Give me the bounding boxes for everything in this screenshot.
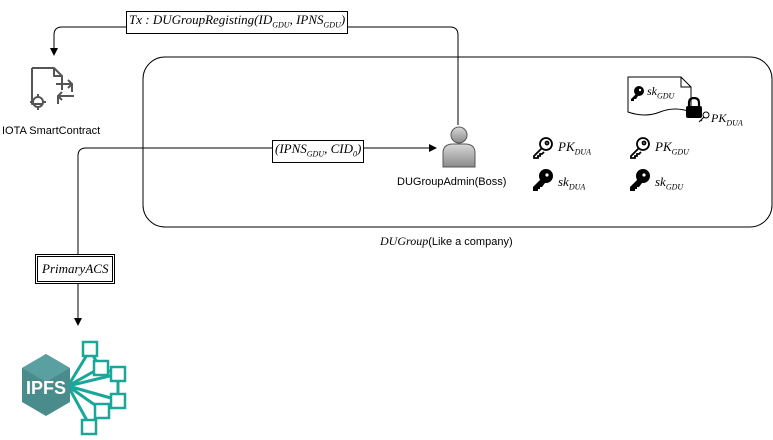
ipfs-logo-icon: IPFS — [22, 340, 127, 436]
pk-dua-base: PK — [558, 139, 575, 154]
doc-sk-sub: GDU — [657, 91, 675, 101]
pk-dua-sub: DUA — [574, 147, 592, 157]
lock-pk-dua-label: PKDUA — [711, 111, 743, 127]
tx-sub2: GDU — [323, 20, 341, 30]
lock-pk-base: PK — [711, 111, 727, 125]
group-name: DUGroup — [380, 234, 429, 248]
primary-acs-label: PrimaryACS — [42, 261, 109, 276]
sk-dua-sub: DUA — [568, 182, 586, 192]
sk-gdu-sub: GDU — [665, 182, 684, 192]
small-key-icon — [698, 111, 710, 123]
primary-acs-box: PrimaryACS — [35, 254, 116, 284]
key-solid-icon — [630, 169, 650, 191]
group-suffix: (Like a company) — [428, 236, 513, 248]
sk-dua-base: sk — [558, 174, 569, 189]
pk-dua-label: PKDUA — [558, 139, 591, 157]
tx-mid: , IPNS — [289, 12, 324, 27]
lock-pk-sub: DUA — [726, 118, 743, 128]
tx-prefix: Tx : DUGroupRegisting(ID — [129, 12, 273, 27]
tx-edge-label: Tx : DUGroupRegisting(IDGDU, IPNSGDU) — [126, 11, 349, 34]
ipns-edge-label: (IPNSGDU, CID0) — [272, 140, 365, 163]
doc-sk-base: sk — [647, 84, 657, 98]
tx-suffix: ) — [340, 12, 346, 27]
sk-dua-label: skDUA — [558, 174, 585, 192]
person-icon — [442, 126, 476, 168]
tx-sub1: GDU — [272, 20, 290, 30]
sk-gdu-label: skGDU — [655, 174, 683, 192]
pk-gdu-label: PKGDU — [655, 139, 689, 157]
ipns-edge — [77, 144, 437, 320]
ipns-prefix: (IPNS — [275, 141, 307, 156]
sk-gdu-base: sk — [655, 174, 666, 189]
key-outline-icon — [533, 137, 553, 159]
ipns-mid: , CID — [324, 141, 354, 156]
doc-sk-gdu-label: skGDU — [647, 84, 674, 100]
group-label: DUGroup(Like a company) — [380, 234, 513, 249]
lock-icon — [686, 97, 702, 118]
admin-label: DUGroupAdmin(Boss) — [397, 176, 507, 188]
key-solid-icon — [533, 169, 553, 191]
ipns-suffix: ) — [357, 141, 362, 156]
smart-contract-label: IOTA SmartContract — [2, 125, 101, 137]
pk-gdu-base: PK — [655, 139, 672, 154]
pk-gdu-sub: GDU — [671, 147, 689, 157]
ipfs-label: IPFS — [26, 378, 66, 398]
key-outline-icon — [630, 137, 650, 159]
ipns-sub2: 0 — [353, 149, 358, 159]
smart-contract-icon — [30, 67, 74, 110]
ipns-sub1: GDU — [306, 149, 325, 159]
tx-edge — [50, 26, 459, 125]
